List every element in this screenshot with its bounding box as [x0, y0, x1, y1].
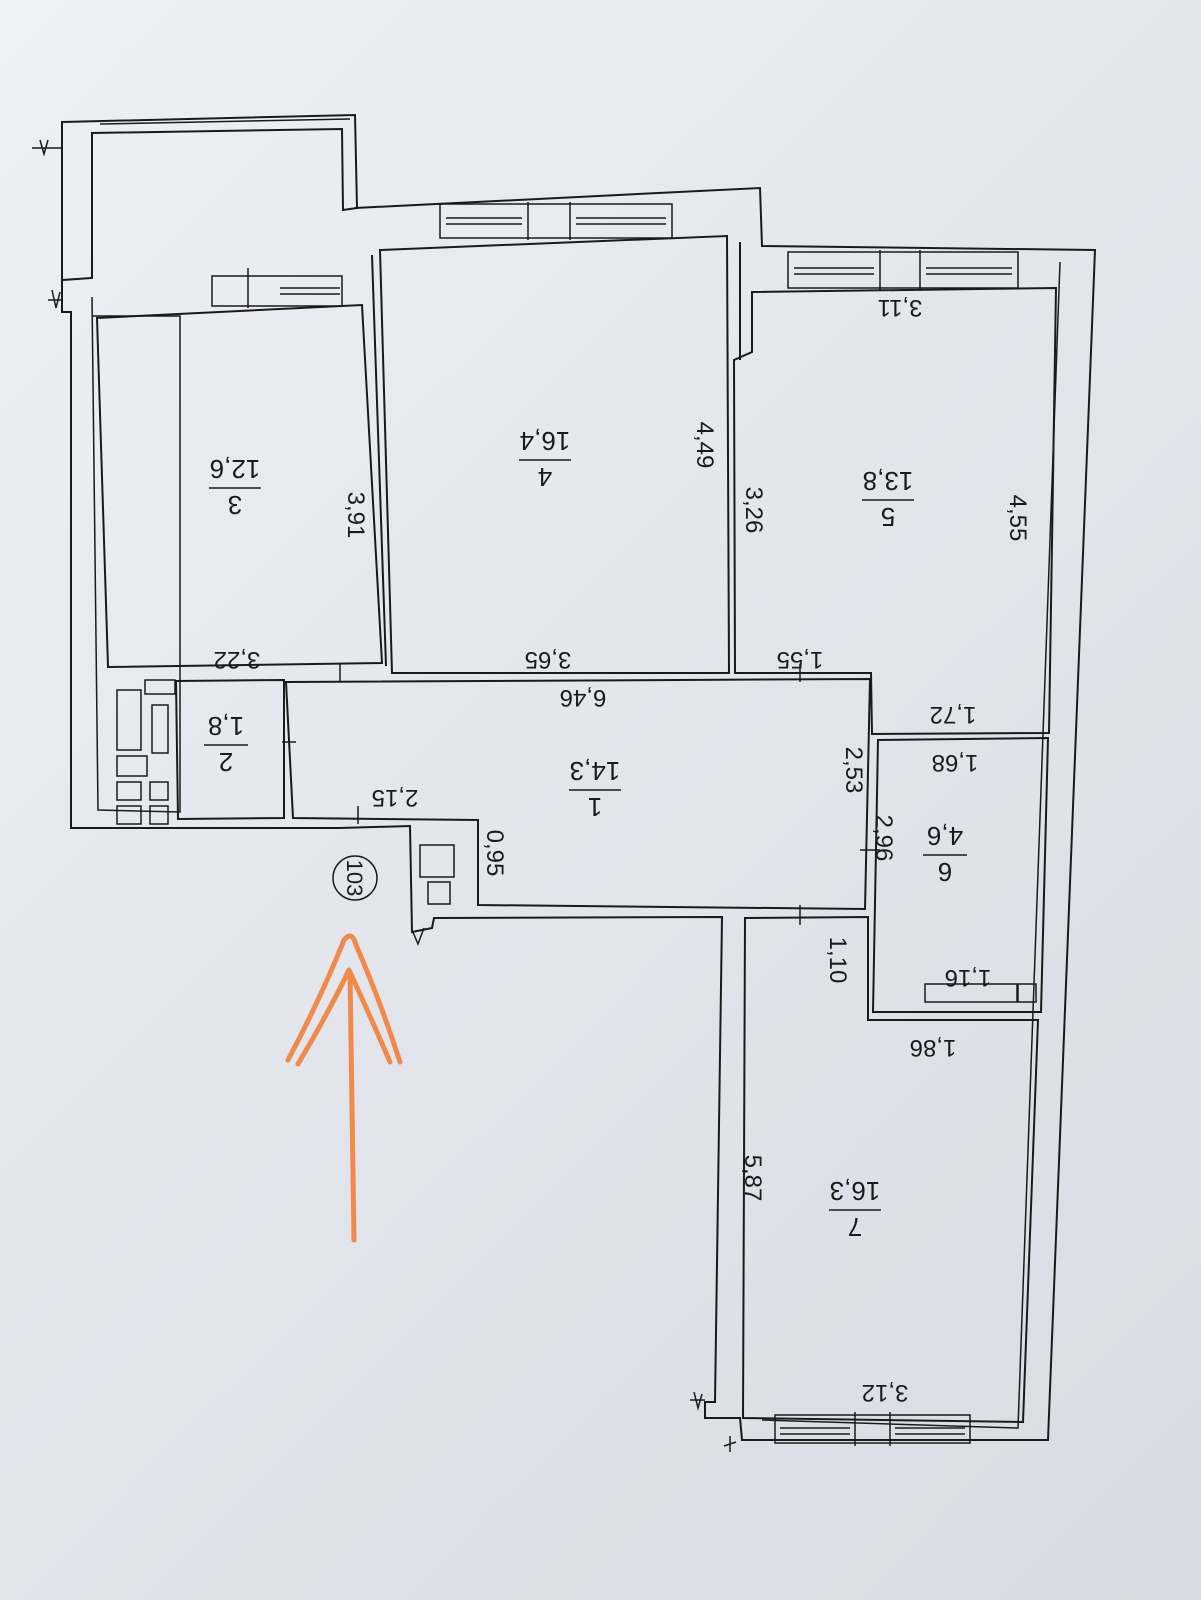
room-4-area: 16,4 — [520, 426, 571, 456]
room-labels: 1 14,3 2 1,8 3 12,6 4 16,4 5 13,8 6 4,6 — [204, 426, 967, 1242]
dim-seg-116: 1,16 — [945, 964, 992, 991]
apartment-number: 103 — [342, 860, 367, 897]
room-5-outline — [732, 286, 1058, 736]
room-1-area: 14,3 — [570, 756, 621, 786]
room-1-outline — [284, 677, 872, 911]
arrow-head — [285, 933, 403, 1067]
room-2-label: 2 1,8 — [204, 711, 248, 777]
room-1-label: 1 14,3 — [569, 756, 621, 822]
dim-r5-width-top: 3,11 — [878, 294, 923, 321]
window-room-4 — [439, 202, 673, 240]
room-3-area: 12,6 — [210, 454, 261, 484]
door-ticks — [282, 664, 880, 925]
room-7-outline — [741, 915, 1040, 1424]
room-7-area: 16,3 — [830, 1176, 881, 1206]
dim-r3-width: 3,22 — [214, 646, 261, 673]
windows — [211, 202, 1019, 1446]
window-room-5 — [787, 250, 1019, 290]
dim-r5-length-left: 3,26 — [740, 487, 767, 534]
room-3-number: 3 — [228, 490, 242, 520]
bath-fixture — [924, 983, 1037, 1003]
room-6-area: 4,6 — [927, 821, 963, 851]
room-4-label: 4 16,4 — [519, 426, 571, 492]
right-wall-inner — [761, 261, 1061, 1429]
dim-hall-length: 6,46 — [560, 684, 607, 711]
room-4-outline — [378, 234, 731, 674]
balcony-inner-line — [99, 118, 351, 125]
dim-r7-length: 5,87 — [739, 1155, 766, 1202]
dim-seg-155: 1,55 — [777, 646, 824, 673]
room-2-number: 2 — [219, 747, 233, 777]
dim-hall-step: 2,15 — [372, 784, 419, 811]
window-room-3 — [211, 268, 343, 308]
room-3-outline — [95, 303, 384, 669]
room-7-number: 7 — [848, 1212, 862, 1242]
wall-3-4 — [371, 254, 387, 667]
room-5-number: 5 — [881, 502, 895, 532]
dim-r7-width: 3,12 — [862, 1379, 909, 1406]
room-5-label: 5 13,8 — [862, 466, 914, 532]
dim-seg-168: 1,68 — [932, 749, 979, 776]
room-4-number: 4 — [538, 462, 552, 492]
dim-hall-niche: 0,95 — [481, 830, 508, 877]
room-5-area: 13,8 — [863, 466, 914, 496]
break-marks — [32, 139, 737, 1452]
hall-wardrobe — [419, 844, 455, 905]
room-outlines — [95, 234, 1058, 1424]
dim-seg-110: 1,10 — [824, 937, 851, 984]
entrance-arrow — [285, 933, 403, 1243]
kitchen-fixtures — [116, 679, 176, 825]
outer-walls — [61, 113, 1097, 1441]
room-7-label: 7 16,3 — [829, 1176, 881, 1242]
room-2-area: 1,8 — [208, 711, 244, 741]
dim-r4-length: 4,49 — [691, 422, 718, 469]
window-room-7 — [774, 1412, 971, 1446]
fixtures — [116, 679, 1037, 1003]
dim-r6-length: 2,96 — [870, 815, 897, 862]
room-6-number: 6 — [938, 857, 952, 887]
room-3-label: 3 12,6 — [209, 454, 261, 520]
dim-hall-width: 2,53 — [840, 747, 867, 794]
apartment-number-badge: 103 — [332, 855, 378, 901]
room-1-number: 1 — [588, 792, 602, 822]
arrow-shaft — [347, 969, 357, 1243]
dimension-labels: 3,22 3,91 3,65 4,49 3,26 3,11 4,55 6,46 … — [214, 294, 1031, 1406]
room-2-outline — [174, 678, 285, 821]
outer-contour — [61, 186, 1097, 1441]
dim-r3-length: 3,91 — [342, 492, 369, 539]
room-6-outline — [871, 736, 1050, 1013]
dim-r4-width: 3,65 — [525, 646, 572, 673]
dim-seg-186: 1,86 — [910, 1034, 957, 1061]
dim-r5-length-right: 4,55 — [1004, 495, 1031, 542]
dim-seg-172: 1,72 — [930, 701, 977, 728]
balcony-outline — [61, 113, 359, 282]
room-6-label: 6 4,6 — [923, 821, 967, 887]
